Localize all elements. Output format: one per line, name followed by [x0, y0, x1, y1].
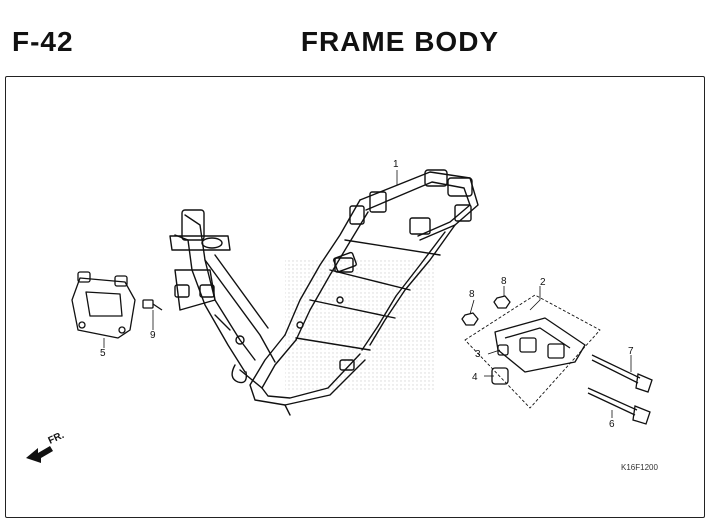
bolts-drawing — [587, 354, 653, 425]
seat-bracket-drawing — [71, 271, 136, 339]
bracket-assembly-drawing — [461, 294, 601, 409]
callout-6: 6 — [609, 419, 615, 430]
callout-5: 5 — [100, 348, 106, 359]
side-bolt-drawing — [142, 299, 163, 311]
callout-7: 7 — [628, 346, 634, 357]
callout-2: 2 — [540, 277, 546, 288]
callout-4: 4 — [472, 372, 478, 383]
callout-1: 1 — [393, 159, 399, 170]
leader-lines — [103, 170, 632, 418]
drawing-code: K16F1200 — [621, 463, 658, 472]
callout-9: 9 — [150, 330, 156, 341]
page-title: FRAME BODY — [300, 26, 500, 57]
page-number: F-42 — [12, 26, 74, 57]
callout-8-upper: 8 — [501, 276, 507, 287]
front-direction-label: FR. — [47, 430, 66, 447]
main-frame-drawing — [169, 169, 479, 416]
callout-3: 3 — [475, 349, 481, 360]
front-direction-arrow: FR. — [26, 430, 66, 463]
watermark — [285, 260, 435, 390]
diagram-frame — [5, 76, 705, 518]
callout-8-lower: 8 — [469, 289, 475, 300]
